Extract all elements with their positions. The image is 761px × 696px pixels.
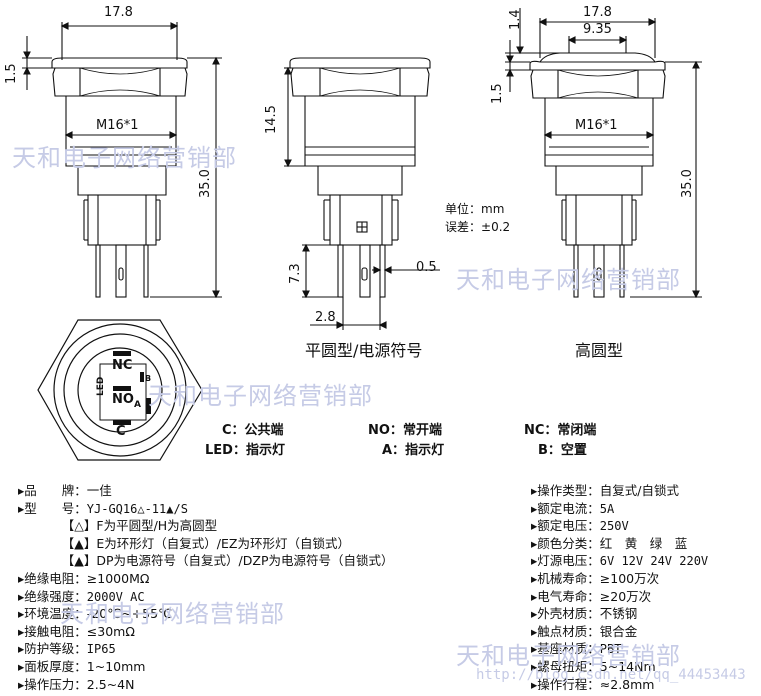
side-view-flat: [284, 57, 440, 330]
dim-body-height: 14.5: [264, 105, 279, 134]
spec-operating-force: ▸操作压力：2.5~4N: [18, 676, 135, 692]
mark-no: NO: [112, 392, 134, 407]
mark-c: C: [116, 424, 126, 439]
spec-list-right: ▸操作类型：自复式/自锁式 ▸额定电流：5A ▸额定电压：250V ▸颜色分类：…: [531, 482, 708, 693]
dim-total-left: 35.0: [198, 169, 213, 198]
watermark-1: 天和电子网络营销部: [12, 144, 237, 172]
mark-nc: NC: [112, 358, 133, 373]
spec-travel: ▸操作行程：≈2.8mm: [531, 676, 655, 692]
legend-nc: NC：常闭端: [524, 423, 597, 438]
legend-b: B：空置: [538, 443, 587, 458]
dim-width-top-right: 17.8: [583, 5, 612, 20]
spec-list-left: ▸品 牌：一佳 ▸型 号：YJ-GQ16△-11▲/S 【△】F为平圆型/H为高…: [18, 482, 393, 693]
spec-rated-current: ▸额定电流：5A: [531, 500, 615, 516]
spec-electrical-life: ▸电气寿命：≥20万次: [531, 588, 652, 604]
mark-a: A: [134, 400, 141, 410]
spec-protection: ▸防护等级：IP65: [18, 641, 116, 657]
tolerance-value: ±0.2: [481, 220, 511, 234]
mark-led: LED: [96, 376, 106, 396]
spec-rated-voltage: ▸额定电压：250V: [531, 518, 629, 534]
dim-pin-pitch: 2.8: [315, 310, 336, 325]
legend-c: C：公共端: [222, 423, 284, 438]
spec-panel-thickness: ▸面板厚度：1~10mm: [18, 658, 146, 674]
dim-total-right: 35.0: [680, 169, 695, 198]
watermark-2: 天和电子网络营销部: [456, 266, 681, 294]
unit-label: 单位：: [445, 202, 482, 216]
mark-b: B: [145, 374, 152, 383]
front-view-flat: [22, 22, 222, 299]
spec-model-note-3: 【▲】DP为电源符号（自复式）/DZP为电源符号（自锁式）: [18, 553, 394, 569]
spec-base-material: ▸基座材质：PBT: [531, 641, 622, 657]
spec-insulation-resistance: ▸绝缘电阻：≥1000MΩ: [18, 570, 150, 586]
legend-no: NO：常开端: [368, 423, 442, 438]
unit-value: mm: [481, 202, 505, 216]
spec-mechanical-life: ▸机械寿命：≥100万次: [531, 570, 660, 586]
spec-nut-torque: ▸螺母扭矩：5~14Nm: [531, 658, 656, 674]
watermark-4: 天和电子网络营销部: [60, 600, 285, 628]
dim-thread-left: M16*1: [96, 118, 139, 133]
watermark-5: 天和电子网络营销部: [456, 642, 681, 670]
terminal-pins: [113, 351, 151, 425]
front-view-high: [505, 8, 702, 299]
watermark-url: http://blog.csdn.net/qq_44453443: [476, 667, 746, 683]
dim-width-top-left: 17.8: [104, 5, 133, 20]
spec-insulation-strength: ▸绝缘强度：2000V AC: [18, 588, 145, 604]
spec-operation-type: ▸操作类型：自复式/自锁式: [531, 483, 679, 498]
view-label-high: 高圆型: [575, 341, 624, 360]
spec-contact-resistance: ▸接触电阻：≤30mΩ: [18, 623, 135, 639]
dim-pin-height: 7.3: [288, 263, 303, 284]
spec-model-note-1: 【△】F为平圆型/H为高圆型: [18, 518, 218, 534]
unit-note: 单位：mm 误差：±0.2: [445, 200, 510, 236]
legend-led: LED：指示灯: [205, 443, 285, 458]
spec-lamp-voltage: ▸灯源电压：6V 12V 24V 220V: [531, 553, 709, 569]
spec-ambient-temp: ▸环境温度：-20℃~+55℃: [18, 606, 173, 622]
legend-a: A：指示灯: [382, 443, 445, 458]
dim-inner-width: 9.35: [583, 22, 612, 37]
spec-shell-material: ▸外壳材质：不锈钢: [531, 606, 638, 622]
spec-model-note-2: 【▲】E为环形灯（自复式）/EZ为环形灯（自锁式）: [18, 535, 350, 551]
spec-colors: ▸颜色分类：红 黄 绿 蓝: [531, 535, 688, 551]
view-label-flat: 平圆型/电源符号: [305, 341, 423, 360]
spec-brand: ▸品 牌：一佳: [18, 483, 112, 498]
spec-model: ▸型 号：YJ-GQ16△-11▲/S: [18, 500, 188, 516]
spec-contact-material: ▸触点材质：银合金: [531, 623, 638, 639]
dim-pin-width: 0.5: [416, 260, 437, 275]
dim-flange-left: 1.5: [4, 63, 19, 84]
watermark-3: 天和电子网络营销部: [148, 382, 373, 410]
dim-flange-right: 1.5: [490, 83, 505, 104]
dim-dome-right: 1.4: [508, 9, 523, 30]
dim-thread-right: M16*1: [575, 118, 618, 133]
tolerance-label: 误差：: [445, 220, 482, 234]
